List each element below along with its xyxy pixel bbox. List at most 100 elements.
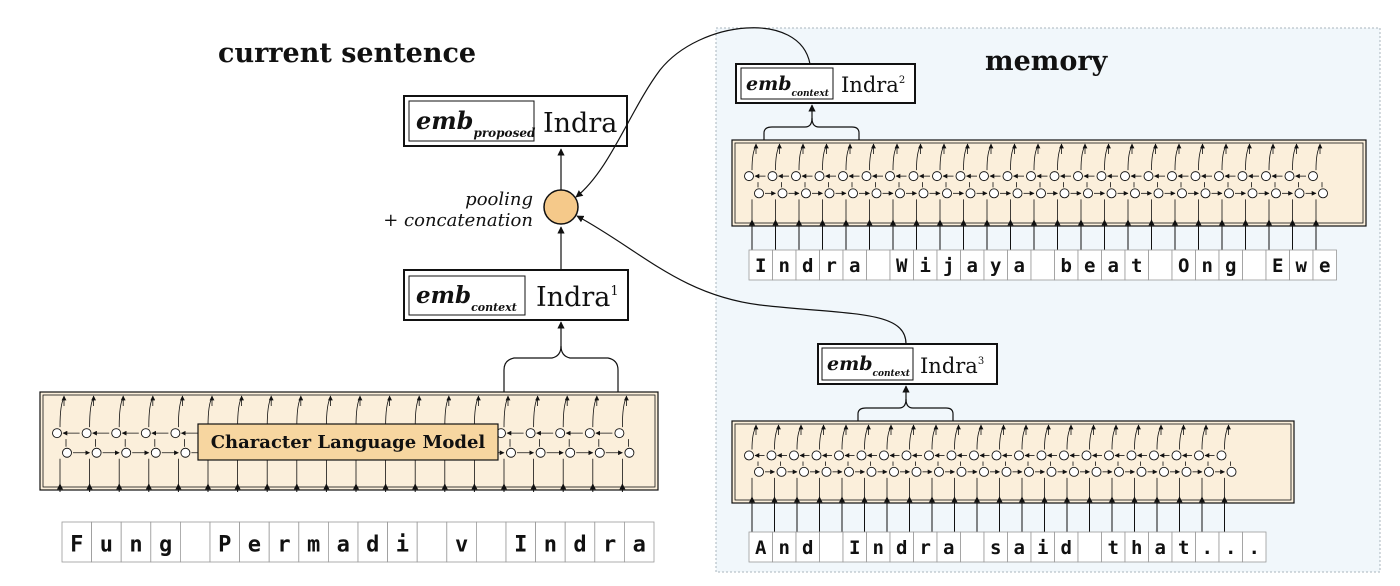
token-cell: a [960,249,985,281]
token-cell [1077,531,1102,563]
token-cell: i [387,521,418,563]
token-cell: O [1171,249,1196,281]
lm-cell [1036,424,1068,532]
token-char: m [307,533,320,558]
token-char: v [455,533,468,558]
emb-context-main-box: embcontext Indra1 [403,269,629,321]
token-char: . [1249,537,1260,559]
token-char: n [873,537,884,559]
token-cell: n [772,531,797,563]
token-cell: d [564,521,596,563]
token-cell: I [748,249,773,281]
lm-cell [1014,424,1045,532]
token-cell: r [913,531,938,563]
lm-cell [1002,143,1035,250]
token-cell: n [535,521,566,563]
emb-context-memory2-box: embcontext Indra3 [817,343,998,385]
token-cell: a [327,521,359,563]
lm-cell [814,143,847,250]
token-cell: j [936,249,961,281]
token-cell: a [842,249,867,281]
token-char: h [1131,537,1142,559]
token-char: E [1272,255,1283,277]
token-cell: e [1077,249,1102,281]
token-cell [819,531,844,563]
lm-cell [1261,143,1293,250]
lm-cell [1126,424,1158,532]
lm-cell [555,395,594,492]
token-cell: d [1054,531,1079,563]
lm-cell [908,143,941,250]
token-char: d [802,537,813,559]
token-cell: h [1124,531,1149,563]
lm-cell [614,395,635,492]
lm-cell [879,424,910,532]
concatenation-label: + concatenation [383,210,533,231]
emb-context-memory1-box: embcontext Indra2 [735,63,916,104]
char-lm-label: Character Language Model [197,423,499,461]
token-cell: . [1218,531,1243,563]
current-sentence-title: current sentence [218,38,476,69]
token-cell: y [983,249,1008,281]
token-cell: g [1218,249,1243,281]
token-char: d [366,533,379,558]
token-char: y [990,255,1001,277]
token-char: a [849,255,860,277]
token-char: n [129,533,142,558]
token-char: O [1178,255,1189,277]
arrow-memory2-to-pool [576,215,907,345]
token-char: d [573,533,586,558]
token-cell: e [1312,249,1337,281]
token-char: u [100,533,113,558]
svg-text:embcontext: embcontext [416,282,517,314]
lm-cell [1073,143,1105,250]
lm-cell [1026,143,1058,250]
lm-cell [1171,424,1203,532]
svg-text:embproposed: embproposed [416,106,536,140]
lm-cell [856,424,888,532]
token-cell: e [239,521,270,563]
token-char: a [967,255,978,277]
pooling-label: pooling [465,189,533,210]
token-cell: r [594,521,625,563]
lm-cell [789,424,820,532]
lm-cell [1167,143,1199,250]
lm-cell [1096,143,1129,250]
lm-cell [140,395,179,492]
token-cell: t [1101,531,1126,563]
token-char: g [159,533,172,558]
token-cell: a [1101,249,1126,281]
token-cell: . [1242,531,1267,563]
svg-text:embcontext: embcontext [827,353,911,379]
token-cell [960,531,985,563]
token-cell: P [209,521,241,563]
token-char: a [1108,255,1119,277]
svg-text:embcontext: embcontext [746,73,830,99]
lm-cell [1059,424,1090,532]
token-cell: a [1007,531,1032,563]
token-char: r [603,533,616,558]
lm-cell [1190,143,1223,250]
token-char: a [1155,537,1166,559]
token-char: i [1037,537,1048,559]
token-char: i [396,533,409,558]
token-char: I [755,255,766,277]
token-char: e [248,533,261,558]
token-char: r [826,255,837,277]
lm-cell [1104,424,1135,532]
token-cell: r [268,521,300,563]
token-char: t [1131,255,1142,277]
pooling-node [543,189,579,225]
lm-cell [955,143,988,250]
lm-cell [1081,424,1113,532]
token-cell: d [889,531,914,563]
lm-cell [979,143,1011,250]
token-cell [416,521,448,563]
lm-cell [744,143,776,250]
token-char: a [1014,255,1025,277]
lm-cell [861,143,894,250]
token-cell [1242,249,1267,281]
token-char: d [896,537,907,559]
token-cell [179,521,211,563]
